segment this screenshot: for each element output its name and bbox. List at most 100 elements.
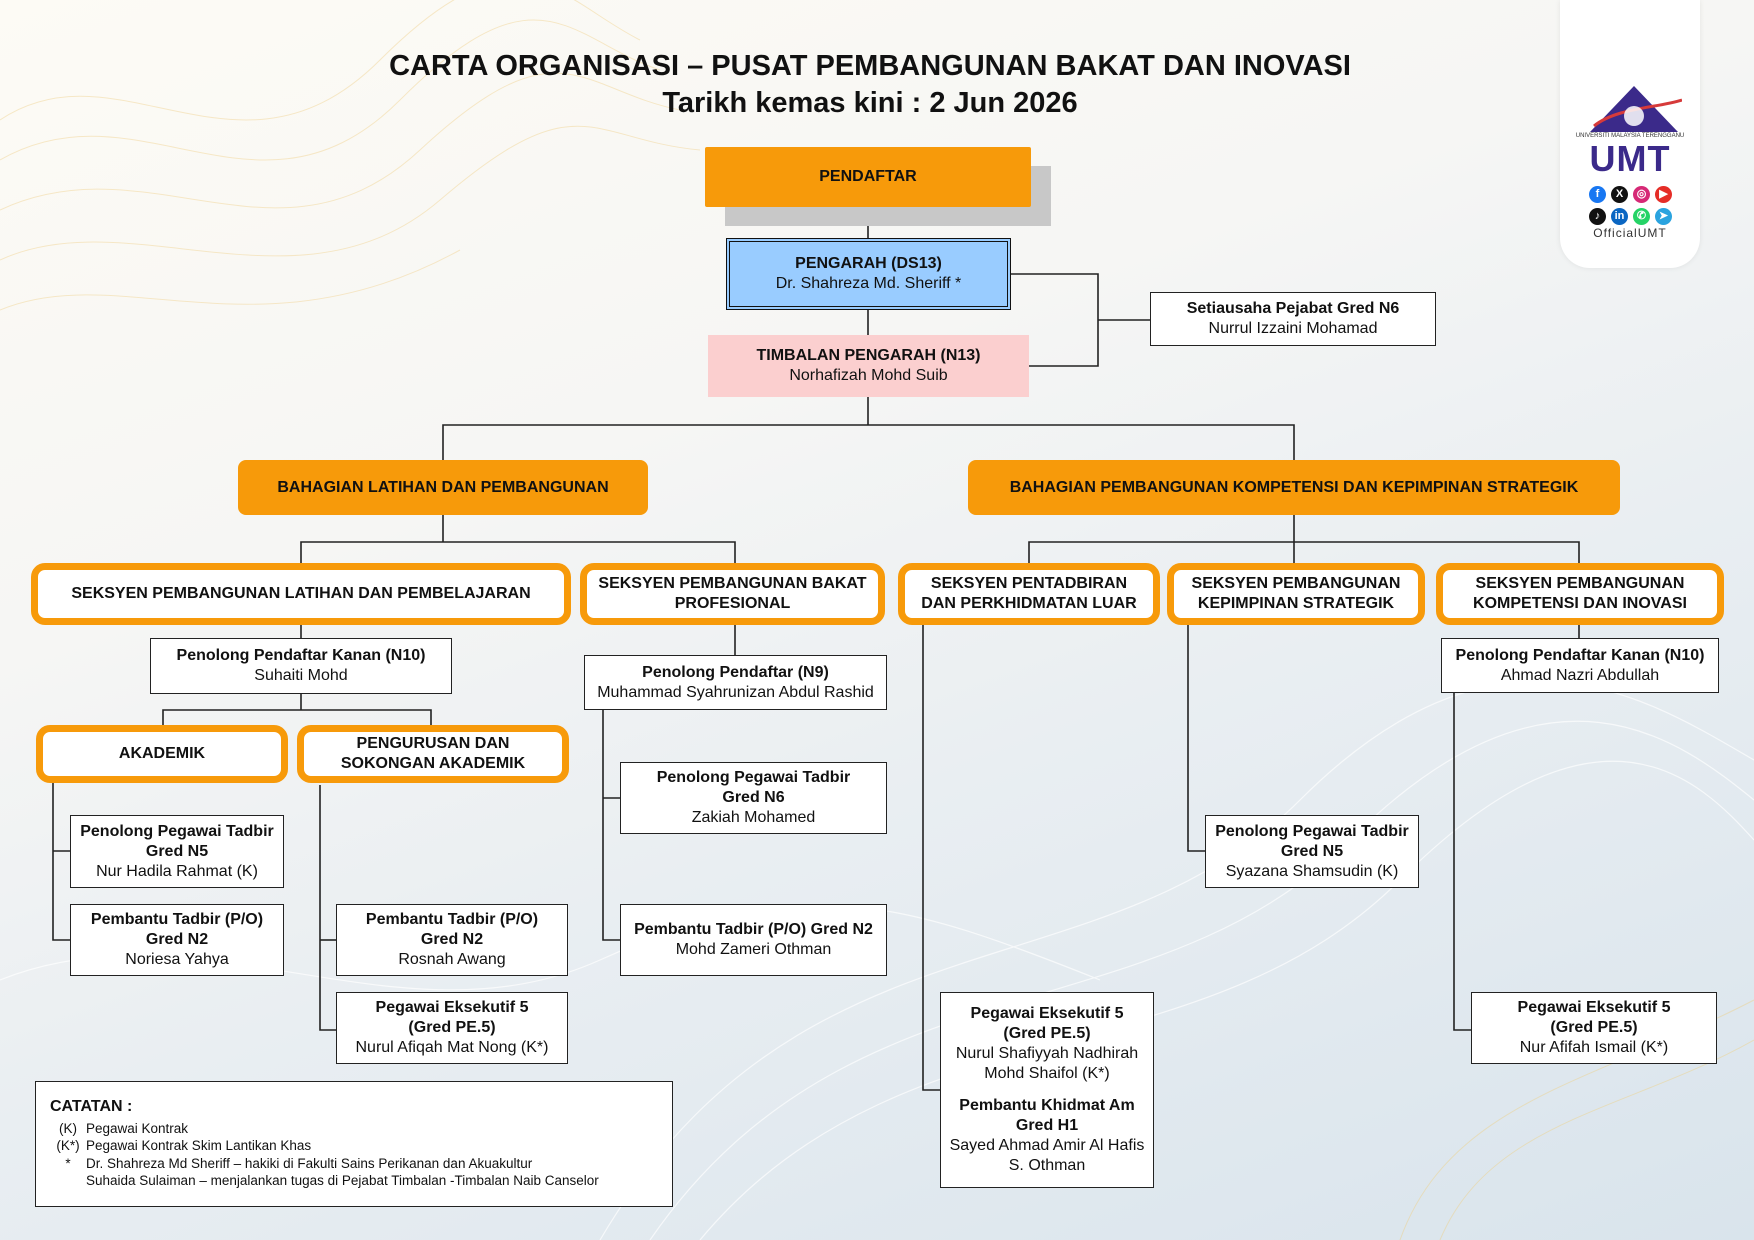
note-row: (K*) Pegawai Kontrak Skim Lantikan Khas — [50, 1137, 658, 1155]
staff-box[interactable]: Penolong Pegawai Tadbir Gred N6 Zakiah M… — [620, 762, 887, 834]
pendaftar-box[interactable]: PENDAFTAR — [705, 147, 1031, 207]
staff-name: Syazana Shamsudin (K) — [1225, 862, 1399, 880]
telegram-icon[interactable]: ➤ — [1655, 208, 1672, 225]
staff-title: Gred N2 — [145, 931, 209, 948]
tiktok-icon[interactable]: ♪ — [1589, 208, 1606, 225]
staff-box[interactable]: Pembantu Tadbir (P/O) Gred N2 Noriesa Ya… — [70, 904, 284, 976]
facebook-icon[interactable]: f — [1589, 186, 1606, 203]
umt-emblem-icon — [1590, 86, 1682, 132]
note-key: * — [65, 1155, 71, 1171]
seksyen-label: SEKSYEN PEMBANGUNAN LATIHAN DAN PEMBELAJ… — [71, 585, 531, 602]
note-key — [50, 1172, 86, 1190]
unit-label: SOKONGAN AKADEMIK — [340, 755, 526, 772]
pengarah-title: PENGARAH (DS13) — [795, 255, 942, 272]
seksyen-label: KOMPETENSI DAN INOVASI — [1473, 595, 1687, 612]
timbalan-name: Norhafizah Mohd Suib — [789, 367, 948, 384]
staff-title: Pembantu Khidmat Am — [959, 1097, 1135, 1114]
setiausaha-name: Nurrul Izzaini Mohamad — [1208, 320, 1378, 337]
staff-title: Pembantu Tadbir (P/O) — [90, 911, 264, 928]
note-value: Pegawai Kontrak Skim Lantikan Khas — [86, 1138, 312, 1153]
staff-name: S. Othman — [1008, 1157, 1086, 1174]
timbalan-title: TIMBALAN PENGARAH (N13) — [756, 347, 981, 364]
penolong-pendaftar-kanan-box[interactable]: Penolong Pendaftar Kanan (N10) Ahmad Naz… — [1441, 638, 1719, 693]
staff-name: Noriesa Yahya — [125, 951, 229, 968]
whatsapp-icon[interactable]: ✆ — [1633, 208, 1650, 225]
note-key: (K*) — [56, 1138, 80, 1153]
staff-name: Mohd Shaifol (K*) — [984, 1065, 1110, 1082]
staff-box[interactable]: Pegawai Eksekutif 5 (Gred PE.5) Nurul Sh… — [940, 992, 1154, 1188]
unit-pengurusan-sokongan[interactable]: PENGURUSAN DAN SOKONGAN AKADEMIK — [297, 725, 569, 783]
staff-name: Ahmad Nazri Abdullah — [1500, 666, 1660, 684]
staff-box[interactable]: Pegawai Eksekutif 5 (Gred PE.5) Nurul Af… — [336, 992, 568, 1064]
notes-heading: CATATAN : — [50, 1098, 133, 1115]
staff-name: Nur Afifah Ismail (K*) — [1519, 1039, 1669, 1056]
staff-title: Penolong Pegawai Tadbir — [80, 822, 274, 840]
bahagian-latihan-box[interactable]: BAHAGIAN LATIHAN DAN PEMBANGUNAN — [238, 460, 648, 515]
instagram-icon[interactable]: ◎ — [1633, 186, 1650, 203]
staff-title: Pegawai Eksekutif 5 — [970, 1005, 1124, 1022]
seksyen-label: SEKSYEN PEMBANGUNAN BAKAT — [598, 575, 867, 592]
staff-name: Rosnah Awang — [398, 951, 506, 968]
staff-box[interactable]: Penolong Pegawai Tadbir Gred N5 Syazana … — [1205, 815, 1419, 888]
staff-title: Gred N5 — [1280, 842, 1344, 860]
staff-title: Pegawai Eksekutif 5 — [1517, 999, 1671, 1016]
seksyen-kompetensi-inovasi[interactable]: SEKSYEN PEMBANGUNAN KOMPETENSI DAN INOVA… — [1436, 563, 1724, 625]
chart-title: CARTA ORGANISASI – PUSAT PEMBANGUNAN BAK… — [389, 50, 1351, 82]
staff-box[interactable]: Pembantu Tadbir (P/O) Gred N2 Mohd Zamer… — [620, 904, 887, 976]
unit-akademik[interactable]: AKADEMIK — [36, 725, 288, 783]
youtube-icon[interactable]: ▶ — [1655, 186, 1672, 203]
staff-title: Penolong Pegawai Tadbir — [656, 769, 851, 786]
staff-name: Mohd Zameri Othman — [675, 941, 832, 958]
bahagian-kompetensi-label: BAHAGIAN PEMBANGUNAN KOMPETENSI DAN KEPI… — [1009, 478, 1579, 496]
pengarah-box[interactable]: PENGARAH (DS13) Dr. Shahreza Md. Sheriff… — [726, 238, 1011, 310]
setiausaha-box[interactable]: Setiausaha Pejabat Gred N6 Nurrul Izzain… — [1150, 292, 1436, 346]
note-row: (K) Pegawai Kontrak — [50, 1120, 658, 1138]
university-name: UNIVERSITI MALAYSIA TERENGGANU — [1575, 133, 1685, 139]
unit-label: AKADEMIK — [118, 745, 206, 762]
linkedin-icon[interactable]: in — [1611, 208, 1628, 225]
note-value: Pegawai Kontrak — [86, 1120, 189, 1136]
staff-name: Muhammad Syahrunizan Abdul Rashid — [597, 683, 874, 701]
umt-logo[interactable]: UNIVERSITI MALAYSIA TERENGGANU UMT f X ◎… — [1560, 0, 1700, 268]
seksyen-label: SEKSYEN PEMBANGUNAN — [1191, 575, 1401, 592]
seksyen-label: DAN PERKHIDMATAN LUAR — [921, 595, 1137, 612]
staff-title: Pegawai Eksekutif 5 — [375, 999, 529, 1016]
social-handle: OfficialUMT — [1593, 226, 1667, 240]
penolong-pendaftar-box[interactable]: Penolong Pendaftar (N9) Muhammad Syahrun… — [584, 655, 887, 710]
unit-label: PENGURUSAN DAN — [356, 735, 510, 752]
seksyen-label: KEPIMPINAN STRATEGIK — [1197, 595, 1395, 612]
note-row: * Dr. Shahreza Md Sheriff – hakiki di Fa… — [50, 1155, 658, 1173]
staff-title: Pembantu Tadbir (P/O) Gred N2 — [634, 921, 873, 938]
staff-title: Penolong Pendaftar Kanan (N10) — [1455, 646, 1705, 664]
note-value: Dr. Shahreza Md Sheriff – hakiki di Faku… — [86, 1155, 533, 1171]
bahagian-kompetensi-box[interactable]: BAHAGIAN PEMBANGUNAN KOMPETENSI DAN KEPI… — [968, 460, 1620, 515]
timbalan-pengarah-box[interactable]: TIMBALAN PENGARAH (N13) Norhafizah Mohd … — [708, 335, 1029, 397]
umt-wordmark: UMT — [1589, 138, 1671, 179]
staff-box[interactable]: Pegawai Eksekutif 5 (Gred PE.5) Nur Afif… — [1471, 992, 1717, 1064]
staff-title: Penolong Pegawai Tadbir — [1215, 822, 1409, 840]
seksyen-bakat-profesional[interactable]: SEKSYEN PEMBANGUNAN BAKAT PROFESIONAL — [580, 563, 885, 625]
staff-title: Gred N2 — [420, 931, 484, 948]
staff-name: Nurul Afiqah Mat Nong (K*) — [355, 1039, 549, 1056]
seksyen-kepimpinan[interactable]: SEKSYEN PEMBANGUNAN KEPIMPINAN STRATEGIK — [1167, 563, 1425, 625]
staff-box[interactable]: Penolong Pegawai Tadbir Gred N5 Nur Hadi… — [70, 815, 284, 888]
catatan-notes: CATATAN : (K) Pegawai Kontrak (K*) Pegaw… — [35, 1081, 673, 1207]
seksyen-latihan-pembelajaran[interactable]: SEKSYEN PEMBANGUNAN LATIHAN DAN PEMBELAJ… — [31, 563, 571, 625]
staff-name: Zakiah Mohamed — [691, 809, 816, 826]
staff-title: Pembantu Tadbir (P/O) — [365, 911, 539, 928]
staff-title: Penolong Pendaftar (N9) — [642, 663, 829, 681]
staff-box[interactable]: Pembantu Tadbir (P/O) Gred N2 Rosnah Awa… — [336, 904, 568, 976]
penolong-pendaftar-kanan-box[interactable]: Penolong Pendaftar Kanan (N10) Suhaiti M… — [150, 638, 452, 694]
setiausaha-title: Setiausaha Pejabat Gred N6 — [1186, 300, 1400, 317]
note-value: Suhaida Sulaiman – menjalankan tugas di … — [86, 1173, 599, 1188]
staff-title: (Gred PE.5) — [1550, 1019, 1638, 1036]
x-icon[interactable]: X — [1611, 186, 1628, 203]
staff-name: Nur Hadila Rahmat (K) — [96, 862, 258, 880]
seksyen-pentadbiran[interactable]: SEKSYEN PENTADBIRAN DAN PERKHIDMATAN LUA… — [898, 563, 1160, 625]
staff-title: (Gred PE.5) — [1003, 1025, 1091, 1042]
seksyen-label: PROFESIONAL — [674, 595, 791, 612]
pendaftar-label: PENDAFTAR — [819, 168, 917, 185]
note-key: (K) — [59, 1120, 77, 1136]
staff-name: Nurul Shafiyyah Nadhirah — [955, 1045, 1139, 1062]
staff-title: Gred H1 — [1015, 1117, 1079, 1134]
